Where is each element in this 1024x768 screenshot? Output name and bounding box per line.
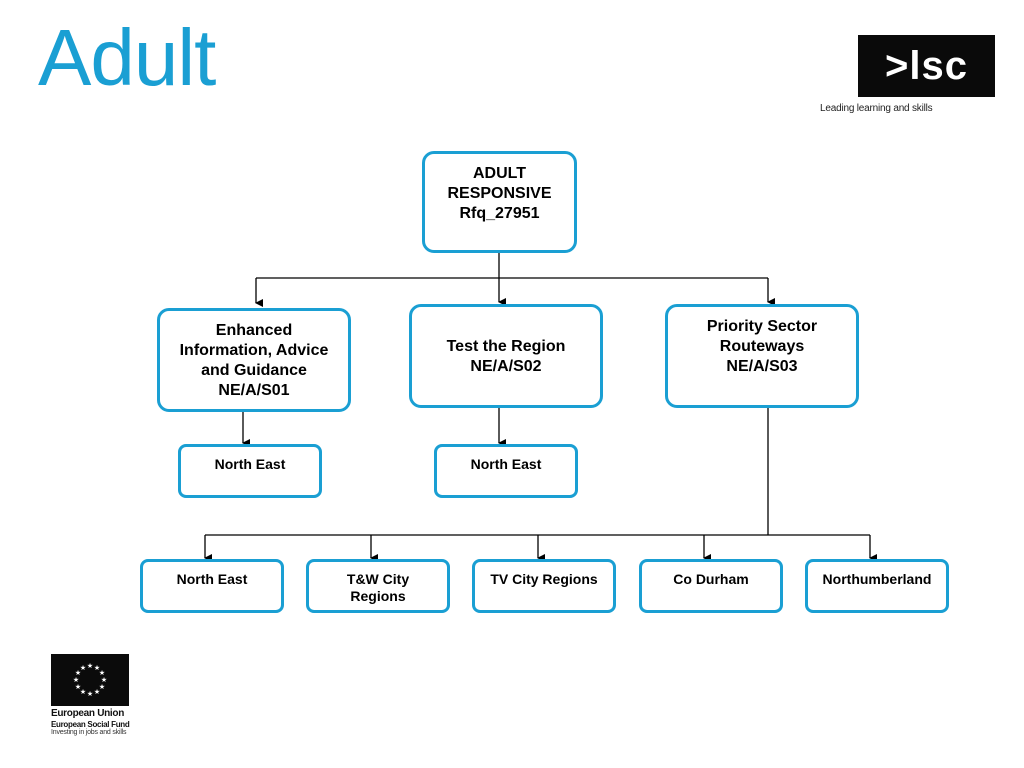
esf-label: European Social Fund [51,720,130,729]
svg-text:★: ★ [75,669,81,677]
node-text: Rfq_27951 [459,205,540,222]
node-s01-north-east: North East [178,444,322,498]
node-text: Routeways [719,338,805,355]
svg-text:★: ★ [101,676,107,684]
node-northumberland: Northumberland [805,559,949,613]
node-text: TV City Regions [490,571,598,587]
node-text: Co Durham [673,571,749,587]
svg-text:★: ★ [73,676,79,684]
node-text: North East [470,456,542,472]
node-text: Northumberland [822,571,932,587]
node-text: RESPONSIVE [447,185,552,202]
node-co-durham: Co Durham [639,559,783,613]
node-enhanced-iag: Enhanced Information, Advice and Guidanc… [157,308,351,412]
node-text: Regions [350,588,406,604]
node-text: Test the Region [446,338,566,355]
eu-flag-icon: ★ ★ ★ ★ ★ ★ ★ ★ ★ ★ ★ ★ [51,654,129,706]
lsc-logo-text: >lsc [885,43,968,88]
node-test-the-region: Test the Region NE/A/S02 [409,304,603,408]
svg-text:★: ★ [80,664,86,672]
node-text: Enhanced [215,322,293,339]
svg-text:★: ★ [80,688,86,696]
node-text: NE/A/S01 [218,382,290,399]
node-text: Information, Advice [179,342,329,359]
node-text: Priority Sector [706,318,818,335]
lsc-logo: >lsc [858,35,995,97]
node-tw-city-regions: T&W City Regions [306,559,450,613]
lsc-tagline: Leading learning and skills [820,103,933,114]
svg-text:★: ★ [94,688,100,696]
node-adult-responsive: ADULT RESPONSIVE Rfq_27951 [422,151,577,253]
node-s02-north-east: North East [434,444,578,498]
node-text: T&W City [346,571,410,587]
eu-stars-icon: ★ ★ ★ ★ ★ ★ ★ ★ ★ ★ ★ ★ [73,662,107,698]
node-text: North East [214,456,286,472]
esf-tagline: Investing in jobs and skills [51,729,127,736]
svg-text:★: ★ [99,669,105,677]
eu-label: European Union [51,708,125,719]
node-text: NE/A/S03 [726,358,798,375]
node-text: ADULT [472,165,527,182]
node-text: and Guidance [201,362,307,379]
svg-text:★: ★ [87,690,93,698]
node-north-east: North East [140,559,284,613]
page-title: Adult [38,13,216,102]
node-priority-sector-routeways: Priority Sector Routeways NE/A/S03 [665,304,859,408]
node-tv-city-regions: TV City Regions [472,559,616,613]
node-text: NE/A/S02 [470,358,542,375]
svg-text:★: ★ [94,664,100,672]
svg-text:★: ★ [99,683,105,691]
svg-text:★: ★ [75,683,81,691]
node-text: North East [176,571,248,587]
svg-text:★: ★ [87,662,93,670]
